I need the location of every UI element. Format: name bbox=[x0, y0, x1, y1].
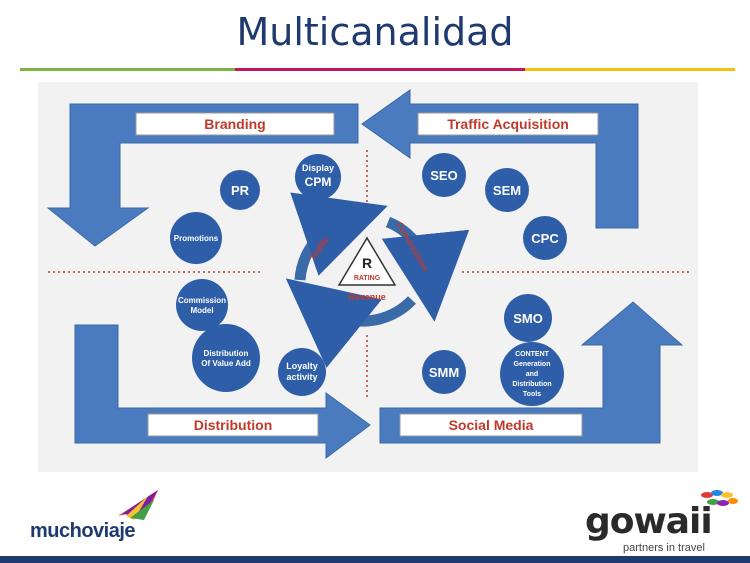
circle-promotions: Promotions bbox=[170, 212, 222, 264]
gowaii-wordmark: gowaii bbox=[585, 501, 713, 542]
distribution-label-box bbox=[147, 413, 319, 437]
branding-label-box bbox=[135, 112, 335, 136]
title-rule-red bbox=[235, 68, 525, 71]
muchoviaje-logo: muchoviaje bbox=[30, 486, 170, 546]
traffic-label: Traffic Acquisition bbox=[447, 116, 569, 132]
cycle-arrow-traffic bbox=[290, 192, 388, 281]
circle-pr: PR bbox=[220, 170, 260, 210]
svg-text:SEO: SEO bbox=[430, 168, 457, 183]
circle-cpc: CPC bbox=[523, 216, 567, 260]
title-rule-green bbox=[20, 68, 235, 71]
rating-label: RATING bbox=[354, 275, 381, 282]
svg-text:Generation: Generation bbox=[514, 361, 551, 368]
svg-text:Loyalty: Loyalty bbox=[286, 361, 318, 371]
circle-display-cpm: Display CPM bbox=[295, 154, 341, 200]
circle-sem: SEM bbox=[485, 168, 529, 212]
circle-loyalty-activity: Loyalty activity bbox=[278, 348, 326, 396]
gowaii-logo: gowaii partners in travel bbox=[585, 487, 745, 554]
circle-smm: SMM bbox=[422, 350, 466, 394]
svg-text:activity: activity bbox=[286, 372, 317, 382]
distribution-label: Distribution bbox=[194, 417, 273, 433]
gowaii-tagline: partners in travel bbox=[623, 542, 705, 554]
svg-text:Promotions: Promotions bbox=[174, 234, 219, 243]
svg-text:CPC: CPC bbox=[531, 231, 559, 246]
slide-title: Multicanalidad bbox=[236, 10, 514, 54]
circle-smo: SMO bbox=[504, 294, 552, 342]
branding-label: Branding bbox=[204, 116, 265, 132]
rating-r: R bbox=[362, 255, 372, 271]
svg-text:PR: PR bbox=[231, 183, 250, 198]
title-rule-yellow bbox=[525, 68, 735, 71]
cycle-arrow-conversions bbox=[381, 216, 470, 322]
circle-distribution-value-add: Distribution Of Value Add bbox=[192, 324, 260, 392]
svg-text:Tools: Tools bbox=[523, 391, 541, 398]
traffic-label-box bbox=[417, 112, 599, 136]
cycle-label-revenue: Revenue bbox=[348, 292, 386, 302]
svg-text:SMO: SMO bbox=[513, 311, 543, 326]
social-label: Social Media bbox=[449, 417, 534, 433]
social-media-arrow bbox=[379, 301, 684, 444]
svg-text:Commission: Commission bbox=[178, 296, 226, 305]
svg-text:CONTENT: CONTENT bbox=[515, 351, 550, 358]
svg-text:SMM: SMM bbox=[429, 365, 459, 380]
cycle-label-conversions: Conversions bbox=[395, 220, 431, 272]
svg-text:SEM: SEM bbox=[493, 183, 521, 198]
svg-text:Distribution: Distribution bbox=[512, 381, 551, 388]
gowaii-flower-icon bbox=[701, 490, 738, 506]
svg-text:Distribution: Distribution bbox=[204, 349, 249, 358]
svg-text:Display: Display bbox=[302, 163, 334, 173]
svg-text:Model: Model bbox=[190, 306, 213, 315]
circle-commission-model: Commission Model bbox=[176, 279, 228, 331]
circle-content-generation: CONTENT Generation and Distribution Tool… bbox=[500, 342, 564, 406]
svg-text:Of Value Add: Of Value Add bbox=[201, 359, 251, 368]
branding-arrow bbox=[46, 103, 359, 247]
muchoviaje-mark-icon bbox=[118, 490, 158, 520]
circle-seo: SEO bbox=[422, 153, 466, 197]
center-cycle: Traffic Conversions Revenue R RATING bbox=[285, 192, 470, 368]
cycle-arrow-revenue bbox=[285, 278, 416, 368]
svg-text:and: and bbox=[526, 371, 538, 378]
social-label-box bbox=[399, 413, 583, 437]
bottom-bar bbox=[0, 556, 750, 563]
svg-text:CPM: CPM bbox=[305, 175, 332, 189]
rating-triangle bbox=[337, 236, 397, 286]
muchoviaje-wordmark: muchoviaje bbox=[30, 520, 136, 542]
